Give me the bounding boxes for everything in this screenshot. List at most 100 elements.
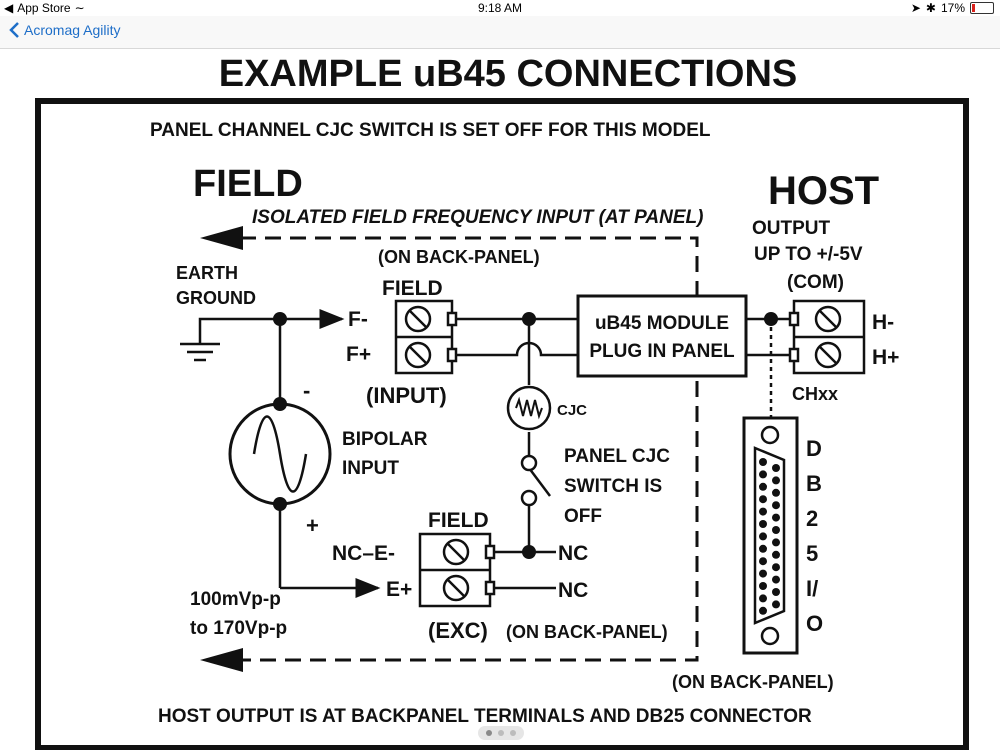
back-button-label: Acromag Agility <box>24 22 121 38</box>
db25-pin <box>759 470 767 479</box>
db25-pin <box>772 575 780 584</box>
db25-pin <box>772 513 780 522</box>
input-terminal-plus: F+ <box>346 343 371 366</box>
page-dot <box>498 730 504 736</box>
switch-label-1: PANEL CJC <box>564 446 670 467</box>
sine-wave-icon <box>252 415 308 493</box>
wifi-icon: ∼ <box>74 1 85 15</box>
exc-left-label-2: E+ <box>386 578 412 601</box>
panel-note: PANEL CHANNEL CJC SWITCH IS SET OFF FOR … <box>150 120 711 141</box>
db25-back-panel-label: (ON BACK-PANEL) <box>672 672 834 692</box>
exc-left-label-1: NC–E- <box>332 542 395 565</box>
chevron-left-icon <box>9 22 19 38</box>
cjc-switch-icon <box>520 454 538 507</box>
db25-pin <box>759 606 767 615</box>
battery-percent: 17% <box>940 1 965 15</box>
output-wiring <box>746 317 790 418</box>
db25-pin <box>772 526 780 534</box>
back-panel-label-top: (ON BACK-PANEL) <box>378 247 540 267</box>
db25-letter-3: 2 <box>806 506 818 531</box>
host-heading: HOST <box>768 169 879 213</box>
bipolar-label-2: INPUT <box>342 458 399 479</box>
connection-diagram: EXAMPLE uB45 CONNECTIONS PANEL CHANNEL C… <box>35 53 969 750</box>
db25-pin <box>759 557 767 566</box>
db25-letter-5: I/ <box>806 576 818 601</box>
output-line-1: OUTPUT <box>752 218 831 239</box>
input-block-header: FIELD <box>382 277 443 300</box>
input-terminal-minus: F- <box>348 308 368 331</box>
back-app-label: App Store <box>17 1 71 15</box>
exc-right-label-2: NC <box>558 579 588 602</box>
back-arrow-icon: ◀ <box>4 1 14 15</box>
location-icon: ➤ <box>910 1 921 15</box>
junction-earth <box>273 312 287 326</box>
status-time: 9:18 AM <box>477 1 523 15</box>
db25-pin <box>759 582 767 590</box>
db25-pin <box>772 588 780 596</box>
db25-letter-6: O <box>806 611 823 636</box>
db25-pin <box>772 538 780 547</box>
db25-pin <box>772 550 780 559</box>
exc-block-header: FIELD <box>428 509 489 532</box>
status-bar: ◀ App Store ∼ 9:18 AM ➤ ✱ 17% <box>0 0 1000 16</box>
junction-exc <box>522 545 536 559</box>
voltage-range-2: to 170Vp-p <box>190 618 287 639</box>
db25-pin <box>772 501 780 510</box>
host-terminal-plus: H+ <box>872 346 899 369</box>
db25-pin <box>772 563 780 572</box>
isolated-note: ISOLATED FIELD FREQUENCY INPUT (AT PANEL… <box>252 207 703 228</box>
module-box <box>576 294 748 378</box>
status-left: ◀ App Store ∼ <box>4 1 85 15</box>
battery-icon <box>970 2 994 14</box>
bluetooth-icon: ✱ <box>925 1 936 15</box>
switch-label-3: OFF <box>564 506 602 527</box>
db25-pin <box>759 482 767 491</box>
db25-pin <box>759 495 767 504</box>
polarity-plus: + <box>306 513 319 538</box>
page-dot <box>510 730 516 736</box>
db25-letter-4: 5 <box>806 541 818 566</box>
nav-bar: Acromag Agility <box>0 16 1000 49</box>
module-wiring <box>456 317 578 553</box>
db25-pin <box>759 507 767 516</box>
host-terminal-block <box>788 299 866 375</box>
db25-pin <box>772 464 780 472</box>
page-indicator[interactable] <box>478 726 524 740</box>
junction-module <box>522 312 536 326</box>
db25-pin <box>759 520 767 528</box>
cjc-label: CJC <box>557 402 587 419</box>
channel-label: CHxx <box>792 384 838 404</box>
host-terminal-minus: H- <box>872 311 894 334</box>
left-wiring <box>278 309 381 598</box>
isolation-boundary <box>200 226 699 672</box>
junction-output <box>764 312 778 326</box>
module-line-2: PLUG IN PANEL <box>589 341 735 362</box>
db25-connector-icon <box>742 416 799 655</box>
db25-pin <box>759 569 767 578</box>
diagram-area: EXAMPLE uB45 CONNECTIONS PANEL CHANNEL C… <box>0 48 1000 750</box>
arrow-bottom-left <box>200 648 243 672</box>
earth-label-1: EARTH <box>176 263 238 283</box>
output-line-2: UP TO +/-5V <box>754 244 863 265</box>
battery-fill <box>972 4 975 12</box>
db25-pin <box>759 544 767 553</box>
output-line-3: (COM) <box>787 272 844 293</box>
exc-right-label-1: NC <box>558 542 588 565</box>
input-block-footer: (INPUT) <box>366 383 447 408</box>
db25-pin <box>759 458 767 466</box>
module-line-1: uB45 MODULE <box>595 313 729 334</box>
page-dot <box>486 730 492 736</box>
switch-label-2: SWITCH IS <box>564 476 662 497</box>
cjc-sensor-icon <box>506 385 552 431</box>
db25-pin <box>759 532 767 541</box>
db25-letter-1: D <box>806 436 822 461</box>
earth-label-2: GROUND <box>176 288 256 308</box>
db25-letter-2: B <box>806 471 822 496</box>
back-button[interactable]: Acromag Agility <box>8 21 120 39</box>
host-output-note: HOST OUTPUT IS AT BACKPANEL TERMINALS AN… <box>158 706 812 727</box>
voltage-range-1: 100mVp-p <box>190 589 281 610</box>
polarity-minus: - <box>303 378 310 403</box>
exc-block-footer: (EXC) <box>428 618 488 643</box>
db25-pin <box>772 488 780 497</box>
status-right: ➤ ✱ 17% <box>911 1 994 15</box>
